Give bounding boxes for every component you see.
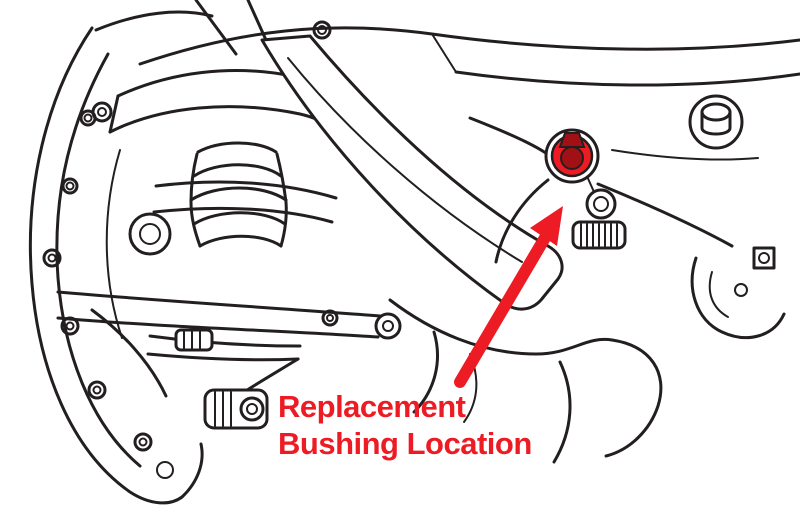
- right-bracket: [690, 246, 786, 340]
- lateral-arm: [152, 180, 338, 224]
- arrow-shaft: [454, 230, 552, 388]
- subframe-rail: [468, 94, 759, 248]
- trailing-arm: [260, 34, 564, 311]
- coil-spring: [189, 141, 288, 248]
- replacement-bushing-assembly: [544, 128, 627, 250]
- annotation-label: Replacement Bushing Location: [278, 388, 532, 462]
- red-bushing-center: [560, 146, 584, 170]
- lower-control-arms: [56, 290, 402, 430]
- annotation-line2: Bushing Location: [278, 426, 532, 461]
- knuckle-backing-plate: [28, 26, 204, 505]
- bushing-washer: [585, 188, 617, 220]
- pointer-arrow-icon: [454, 206, 563, 388]
- top-frame-rail: [94, 0, 800, 87]
- arrow-head: [530, 206, 563, 246]
- red-bushing-bolt-head: [558, 132, 586, 148]
- annotation-line1: Replacement: [278, 389, 466, 424]
